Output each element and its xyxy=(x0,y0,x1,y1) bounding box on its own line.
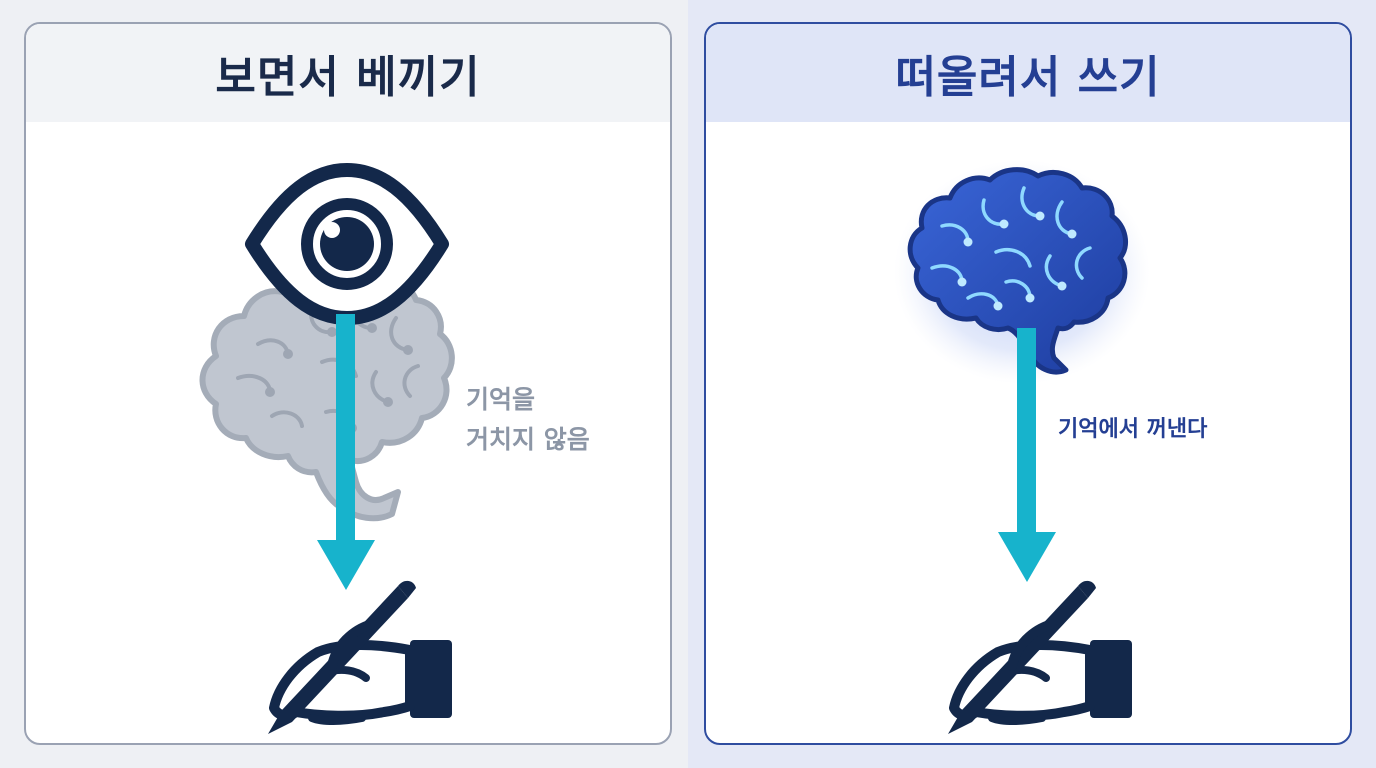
copying-diagram: 기억을 거치지 않음 xyxy=(26,122,670,743)
copying-flow-diagram xyxy=(199,163,455,734)
no-memory-label-line-2: 거치지 않음 xyxy=(466,425,590,454)
arrow-down-icon xyxy=(998,328,1056,582)
copying-title: 보면서 베끼기 xyxy=(26,24,670,122)
no-memory-label-line-1: 기억을 xyxy=(466,385,536,414)
arrow-down-icon xyxy=(317,314,375,590)
recall-flow-diagram xyxy=(894,160,1150,734)
eye-icon xyxy=(245,163,449,325)
recall-diagram: 기억에서 꺼낸다 xyxy=(706,122,1350,743)
brain-icon xyxy=(199,269,455,522)
recall-label-text: 기억에서 꺼낸다 xyxy=(1058,417,1208,442)
no-memory-label: 기억을 거치지 않음 xyxy=(466,380,590,460)
hand-writing-icon xyxy=(948,580,1132,734)
recall-panel: 떠올려서 쓰기 xyxy=(704,22,1352,745)
hand-writing-icon xyxy=(268,580,452,734)
recall-label: 기억에서 꺼낸다 xyxy=(1058,410,1207,450)
recall-title: 떠올려서 쓰기 xyxy=(706,24,1350,122)
copying-panel: 보면서 베끼기 xyxy=(24,22,672,745)
